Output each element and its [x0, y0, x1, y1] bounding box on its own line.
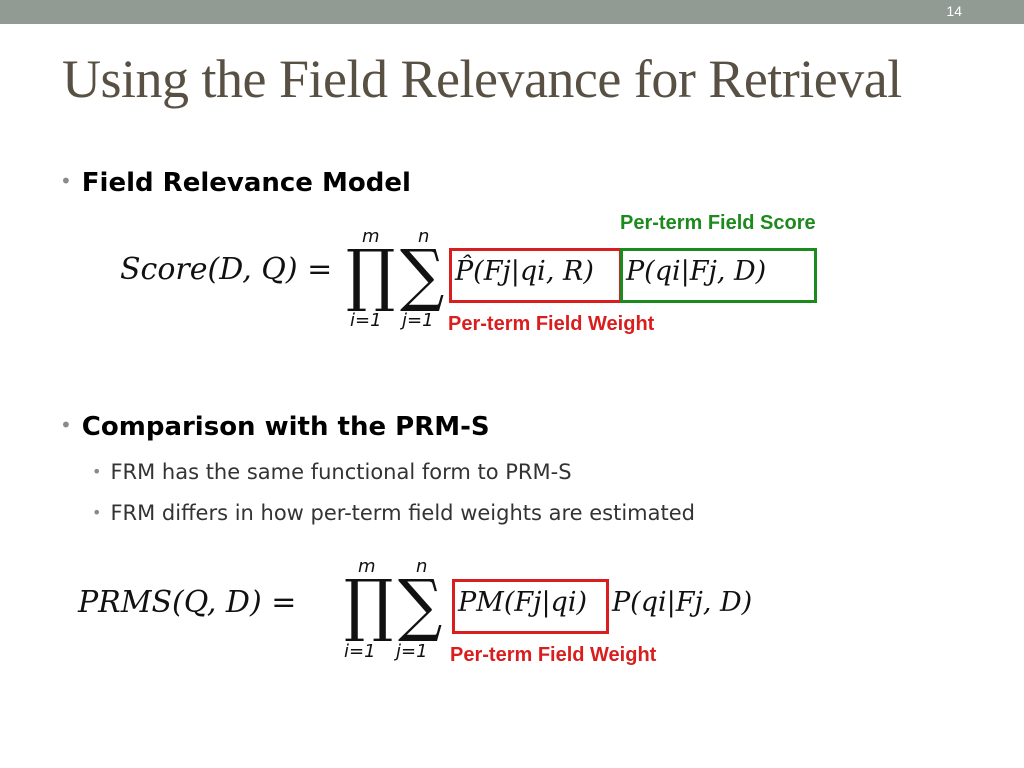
eq2-product-symbol: ∏: [344, 564, 394, 645]
subbullet-functional-form: • FRM has the same functional form to PRM…: [92, 460, 572, 484]
eq1-sum-lower: j=1: [402, 310, 434, 331]
annotation-field-weight: Per-term Field Weight: [448, 313, 655, 335]
subbullet-weights-estimated: • FRM differs in how per-term field weigh…: [92, 501, 695, 525]
eq2-sum-upper: n: [416, 556, 428, 577]
score-highlight-box: [620, 248, 817, 303]
bullet-text: Field Relevance Model: [81, 168, 411, 198]
eq1-sum-upper: n: [418, 226, 430, 247]
eq2-prod-upper: m: [358, 556, 376, 577]
equation-score-lhs: Score(D, Q) =: [120, 252, 333, 287]
prms-weight-highlight-box: [452, 579, 609, 634]
eq2-sum-symbol: ∑: [398, 564, 443, 645]
bullet-dot: •: [60, 169, 72, 193]
eq1-product-symbol: ∏: [346, 234, 396, 315]
bullet-dot: •: [92, 503, 102, 522]
annotation-field-score: Per-term Field Score: [620, 212, 816, 234]
eq1-sum-symbol: ∑: [400, 234, 445, 315]
bullet-field-relevance-model: • Field Relevance Model: [60, 168, 411, 198]
eq2-field-score-term: P(qi|Fj, D): [612, 587, 753, 618]
eq2-sum-lower: j=1: [396, 641, 428, 662]
eq1-prod-lower: i=1: [350, 310, 382, 331]
equation-prms-lhs: PRMS(Q, D) =: [78, 585, 297, 620]
subbullet-text: FRM has the same functional form to PRM-…: [110, 460, 572, 484]
eq1-field-weight-term: P̂(Fj|qi, R): [455, 256, 594, 287]
slide-title: Using the Field Relevance for Retrieval: [62, 49, 902, 109]
top-bar: 14: [0, 0, 1024, 24]
bullet-dot: •: [60, 413, 72, 437]
page-number: 14: [946, 3, 962, 19]
bullet-comparison: • Comparison with the PRM-S: [60, 412, 490, 442]
eq2-field-weight-term: PM(Fj|qi): [458, 587, 588, 618]
annotation-prms-field-weight: Per-term Field Weight: [450, 644, 657, 666]
bullet-text: Comparison with the PRM-S: [81, 412, 490, 442]
eq2-prod-lower: i=1: [344, 641, 376, 662]
subbullet-text: FRM differs in how per-term field weight…: [110, 501, 695, 525]
bullet-dot: •: [92, 462, 102, 481]
eq1-prod-upper: m: [362, 226, 380, 247]
eq1-field-score-term: P(qi|Fj, D): [626, 256, 767, 287]
